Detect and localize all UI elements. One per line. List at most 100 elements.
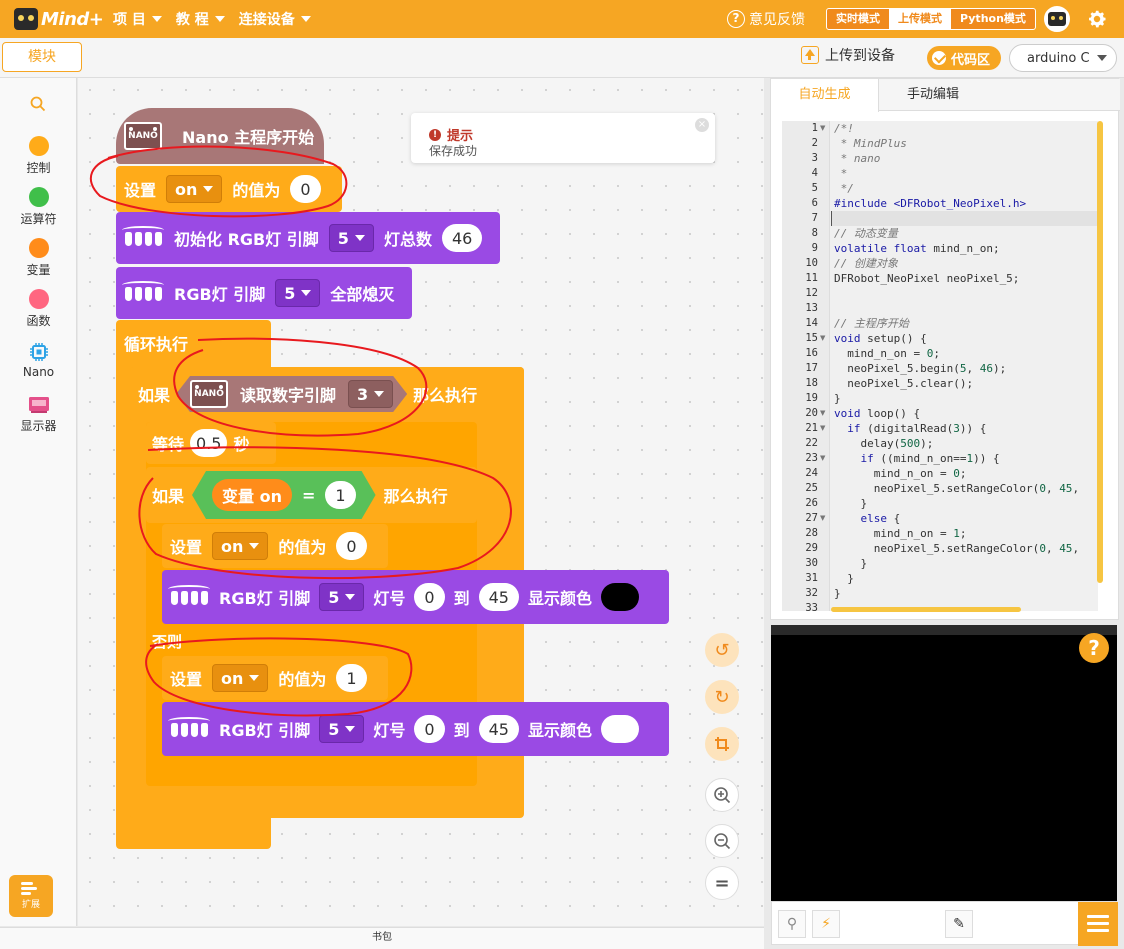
variable-on-reporter[interactable]: 变量 on bbox=[212, 479, 292, 511]
chevron-down-icon bbox=[249, 675, 260, 681]
zoom-out-button[interactable] bbox=[705, 824, 739, 858]
user-avatar[interactable] bbox=[1044, 6, 1070, 32]
nano-board-icon: NANO bbox=[190, 380, 228, 408]
zoom-reset-button[interactable]: = bbox=[705, 866, 739, 900]
code-line: mind_n_on = 0; bbox=[834, 347, 940, 360]
pin-dropdown[interactable]: 5 bbox=[319, 715, 365, 743]
extension-button[interactable]: 扩展 bbox=[9, 875, 53, 917]
fold-arrow-icon[interactable]: ▼ bbox=[820, 409, 826, 417]
line-number: 8 bbox=[811, 227, 818, 239]
bookbag-bar[interactable]: 书包 bbox=[0, 927, 764, 949]
mode-realtime[interactable]: 实时模式 bbox=[836, 12, 880, 25]
set-variable-block[interactable]: 设置 on 的值为 0 bbox=[162, 524, 388, 568]
color-picker-white[interactable] bbox=[600, 715, 639, 743]
zoom-in-button[interactable] bbox=[705, 778, 739, 812]
variable-dropdown[interactable]: on bbox=[212, 532, 269, 560]
fold-arrow-icon[interactable]: ▼ bbox=[820, 334, 826, 342]
code-line: // 动态变量 bbox=[834, 227, 898, 240]
disconnect-usb-icon[interactable]: ⚡ bbox=[812, 910, 840, 938]
horizontal-scrollbar[interactable] bbox=[831, 607, 1021, 612]
tab-modules[interactable]: 模块 bbox=[2, 42, 82, 72]
rgb-range-color-block[interactable]: RGB灯 引脚 5 灯号 0 到 45 显示颜色 bbox=[162, 570, 669, 624]
variable-dropdown[interactable]: on bbox=[212, 664, 269, 692]
close-icon[interactable]: × bbox=[695, 118, 709, 132]
led-to-input[interactable]: 45 bbox=[478, 715, 519, 743]
wait-seconds-input[interactable]: 0.5 bbox=[190, 429, 228, 457]
code-line: #include <DFRobot_NeoPixel.h> bbox=[834, 197, 1027, 210]
if-equals-block[interactable]: 如果 变量 on = 1 那么执行 bbox=[146, 467, 477, 523]
set-variable-block[interactable]: 设置 on 的值为 0 bbox=[116, 166, 342, 212]
tab-manual-edit[interactable]: 手动编辑 bbox=[906, 87, 959, 102]
main-program-hat-block[interactable]: NANO Nano 主程序开始 bbox=[116, 108, 324, 164]
device-select[interactable]: arduino C bbox=[1009, 44, 1117, 72]
menu-tutorial[interactable]: 教 程 bbox=[176, 9, 225, 29]
category-nano[interactable]: Nano bbox=[0, 342, 77, 379]
category-functions[interactable]: 函数 bbox=[0, 289, 77, 329]
if-digital-read-block[interactable]: 如果 NANO 读取数字引脚 3 那么执行 bbox=[130, 367, 524, 421]
menu-button[interactable] bbox=[1078, 902, 1118, 946]
compare-value-input[interactable]: 1 bbox=[325, 481, 355, 509]
crop-button[interactable] bbox=[705, 727, 739, 761]
category-display[interactable]: 显示器 bbox=[0, 396, 77, 434]
app-logo[interactable]: Mind+ bbox=[14, 6, 104, 32]
equals-operator-reporter[interactable]: 变量 on = 1 bbox=[192, 471, 376, 519]
fold-arrow-icon[interactable]: ▼ bbox=[820, 424, 826, 432]
value-input[interactable]: 0 bbox=[290, 175, 321, 203]
loop-forever-label[interactable]: 循环执行 bbox=[124, 335, 189, 354]
gear-icon[interactable] bbox=[1086, 8, 1108, 30]
else-label: 否则 bbox=[152, 632, 183, 651]
line-number: 11 bbox=[805, 272, 818, 284]
pin-dropdown[interactable]: 5 bbox=[328, 224, 374, 252]
serial-terminal[interactable]: ? bbox=[771, 625, 1117, 901]
help-button[interactable]: ? bbox=[1079, 633, 1109, 663]
variable-dropdown[interactable]: on bbox=[166, 175, 223, 203]
redo-button[interactable]: ↻ bbox=[705, 680, 739, 714]
pin-dropdown[interactable]: 5 bbox=[275, 279, 321, 307]
line-number: 23 bbox=[805, 452, 818, 464]
clear-output-icon[interactable]: ✎ bbox=[945, 910, 973, 938]
rgb-range-color-block[interactable]: RGB灯 引脚 5 灯号 0 到 45 显示颜色 bbox=[162, 702, 669, 756]
tab-auto-generate[interactable]: 自动生成 bbox=[771, 79, 879, 112]
fold-arrow-icon[interactable]: ▼ bbox=[820, 454, 826, 462]
code-line: void loop() { bbox=[834, 407, 921, 420]
chevron-down-icon bbox=[345, 726, 356, 732]
pin-dropdown[interactable]: 3 bbox=[348, 380, 393, 408]
vertical-scrollbar[interactable] bbox=[1097, 121, 1103, 583]
upload-to-device-button[interactable]: 上传到设备 bbox=[801, 45, 895, 65]
value-input[interactable]: 1 bbox=[336, 664, 367, 692]
init-rgb-block[interactable]: 初始化 RGB灯 引脚 5 灯总数 46 bbox=[116, 212, 500, 264]
fold-arrow-icon[interactable]: ▼ bbox=[820, 514, 826, 522]
chevron-down-icon bbox=[203, 186, 214, 192]
category-operators[interactable]: 运算符 bbox=[0, 187, 77, 227]
menu-connect-device[interactable]: 连接设备 bbox=[239, 9, 311, 29]
pin-dropdown[interactable]: 5 bbox=[319, 583, 365, 611]
rgb-clear-block[interactable]: RGB灯 引脚 5 全部熄灭 bbox=[116, 267, 412, 319]
fold-arrow-icon[interactable]: ▼ bbox=[820, 124, 826, 132]
check-icon bbox=[932, 51, 946, 65]
color-picker-black[interactable] bbox=[600, 583, 639, 611]
mode-upload[interactable]: 上传模式 bbox=[889, 9, 951, 29]
undo-button[interactable]: ↺ bbox=[705, 633, 739, 667]
value-input[interactable]: 0 bbox=[336, 532, 367, 560]
category-variables[interactable]: 变量 bbox=[0, 238, 77, 278]
led-to-input[interactable]: 45 bbox=[478, 583, 519, 611]
block-workspace[interactable]: NANO Nano 主程序开始 设置 on 的值为 0 初始化 RGB灯 引脚 … bbox=[78, 78, 764, 926]
feedback-button[interactable]: ? 意见反馈 bbox=[727, 9, 805, 29]
line-number: 10 bbox=[805, 257, 818, 269]
code-line: * MindPlus bbox=[834, 137, 907, 150]
category-control[interactable]: 控制 bbox=[0, 136, 77, 176]
usb-icon[interactable]: ⚲ bbox=[778, 910, 806, 938]
digital-read-reporter[interactable]: NANO 读取数字引脚 3 bbox=[176, 376, 407, 412]
led-from-input[interactable]: 0 bbox=[414, 583, 445, 611]
led-count-input[interactable]: 46 bbox=[441, 224, 483, 252]
wait-block[interactable]: 等待 0.5 秒 bbox=[146, 422, 276, 464]
search-icon[interactable] bbox=[30, 96, 46, 112]
mode-python[interactable]: Python模式 bbox=[960, 12, 1026, 25]
code-area-toggle[interactable]: 代码区 bbox=[927, 46, 1001, 70]
led-from-input[interactable]: 0 bbox=[414, 715, 445, 743]
line-number: 2 bbox=[811, 137, 818, 149]
menu-project[interactable]: 项 目 bbox=[113, 9, 162, 29]
set-variable-block[interactable]: 设置 on 的值为 1 bbox=[162, 656, 388, 700]
